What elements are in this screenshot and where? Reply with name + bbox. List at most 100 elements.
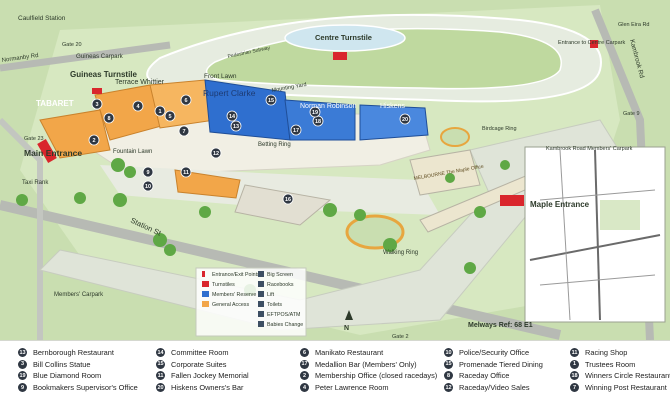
legend-label: Members' Reserve <box>212 292 256 298</box>
service-building-16 <box>234 184 332 226</box>
venue-number: 15 <box>156 359 165 369</box>
label-main-entrance: Main Entrance <box>24 148 82 158</box>
marker-number: 12 <box>213 151 219 157</box>
label-terrace-whittier: Terrace Whittier <box>115 79 165 86</box>
marker-9[interactable]: 9 <box>142 166 154 178</box>
venue-number: 9 <box>18 383 27 393</box>
marker-2[interactable]: 2 <box>88 134 100 146</box>
marker-15[interactable]: 15 <box>265 94 277 106</box>
marker-14[interactable]: 14 <box>226 110 238 122</box>
label-normanby-rd: Normanby Rd <box>1 53 38 64</box>
marker-16[interactable]: 16 <box>282 193 294 205</box>
venue-number: 4 <box>300 383 309 393</box>
centre-turnstile-marker <box>333 52 347 60</box>
venue-number: 18 <box>570 371 579 381</box>
marker-number: 14 <box>229 114 236 120</box>
marker-6[interactable]: 6 <box>180 94 192 106</box>
facility-label: Babies Change <box>267 322 303 328</box>
legend-swatch <box>202 271 205 277</box>
marker-number: 4 <box>136 104 140 110</box>
marker-4[interactable]: 4 <box>132 100 144 112</box>
marker-number: 20 <box>402 117 408 123</box>
venue-name: Blue Diamond Room <box>33 371 102 381</box>
marker-number: 13 <box>233 124 239 130</box>
marker-number: 2 <box>92 138 95 144</box>
legend-label: Entrance/Exit Points <box>212 272 260 278</box>
marker-number: 15 <box>268 98 274 104</box>
label-caulfield-station: Caulfield Station <box>18 15 66 22</box>
venue-name: Bookmakers Supervisor's Office <box>33 383 138 393</box>
venue-legend-item: 13 Bernborough Restaurant <box>18 347 138 359</box>
venue-name: Peter Lawrence Room <box>315 383 389 393</box>
venue-name: Manikato Restaurant <box>315 348 384 358</box>
label-kambrook-carpark: Kambrook Road Members' Carpark <box>546 146 633 152</box>
marker-19[interactable]: 19 <box>309 106 321 118</box>
label-members-carpark: Members' Carpark <box>54 292 104 298</box>
venue-legend-item: 19 Blue Diamond Room <box>18 370 138 382</box>
marker-number: 8 <box>107 116 110 122</box>
venue-legend-item: 4 Peter Lawrence Room <box>300 382 437 394</box>
general-access-pavilion <box>174 169 241 199</box>
label-guineas-carpark: Guineas Carpark <box>76 53 124 60</box>
venue-number: 13 <box>18 348 27 358</box>
venue-name: Membership Office (closed racedays) <box>315 371 438 381</box>
facility-icon <box>258 281 264 287</box>
venue-number: 17 <box>300 359 309 369</box>
venue-legend-item: 15 Corporate Suites <box>156 359 249 371</box>
guineas-turnstile-marker <box>92 88 102 94</box>
north-arrow-icon <box>345 310 353 320</box>
marker-18[interactable]: 18 <box>312 115 324 127</box>
marker-number: 17 <box>293 128 299 134</box>
marker-1[interactable]: 1 <box>154 105 166 117</box>
venue-number: 10 <box>444 348 453 358</box>
maple-entrance-marker <box>500 195 524 206</box>
marker-20[interactable]: 20 <box>399 113 411 125</box>
infield-lake <box>284 24 406 52</box>
label-melways: Melways Ref: 68 E1 <box>468 322 533 329</box>
venue-name: Winning Post Restaurant <box>585 383 667 393</box>
marker-13[interactable]: 13 <box>230 120 242 132</box>
marker-3[interactable]: 3 <box>91 98 103 110</box>
venue-number: 2 <box>300 371 309 381</box>
marker-12[interactable]: 12 <box>210 147 222 159</box>
venue-name: Promenade Tiered Dining <box>459 359 543 369</box>
legend-swatch <box>202 301 209 307</box>
facility-icon <box>258 321 264 327</box>
venue-name: Bernborough Restaurant <box>33 348 114 358</box>
label-hiskens: Hiskens <box>380 103 405 110</box>
centre-carpark-marker <box>590 40 598 48</box>
venue-legend-item: 2 Membership Office (closed racedays) <box>300 370 437 382</box>
marker-5[interactable]: 5 <box>164 110 176 122</box>
marker-number: 3 <box>95 102 98 108</box>
venue-number: 14 <box>156 348 165 358</box>
venue-name: Winners Circle Restaurant <box>585 371 670 381</box>
venue-name: Hiskens Owners's Bar <box>171 383 244 393</box>
marker-7[interactable]: 7 <box>178 125 190 137</box>
marker-8[interactable]: 8 <box>103 112 115 124</box>
marker-11[interactable]: 11 <box>180 166 192 178</box>
venue-name: Corporate Suites <box>171 359 227 369</box>
marker-number: 1 <box>158 109 161 115</box>
marker-17[interactable]: 17 <box>290 124 302 136</box>
label-maple-entrance: Maple Entrance <box>530 200 590 209</box>
marker-number: 16 <box>285 197 291 203</box>
marker-10[interactable]: 10 <box>142 180 154 192</box>
label-rupert-clarke: Rupert Clarke <box>203 88 256 98</box>
marker-number: 9 <box>146 170 149 176</box>
label-gate-9: Gate 9 <box>623 111 640 117</box>
label-gate-20: Gate 20 <box>62 42 82 48</box>
venue-number: 19 <box>18 371 27 381</box>
marker-number: 11 <box>183 170 189 176</box>
hiskens-stand <box>359 104 429 141</box>
